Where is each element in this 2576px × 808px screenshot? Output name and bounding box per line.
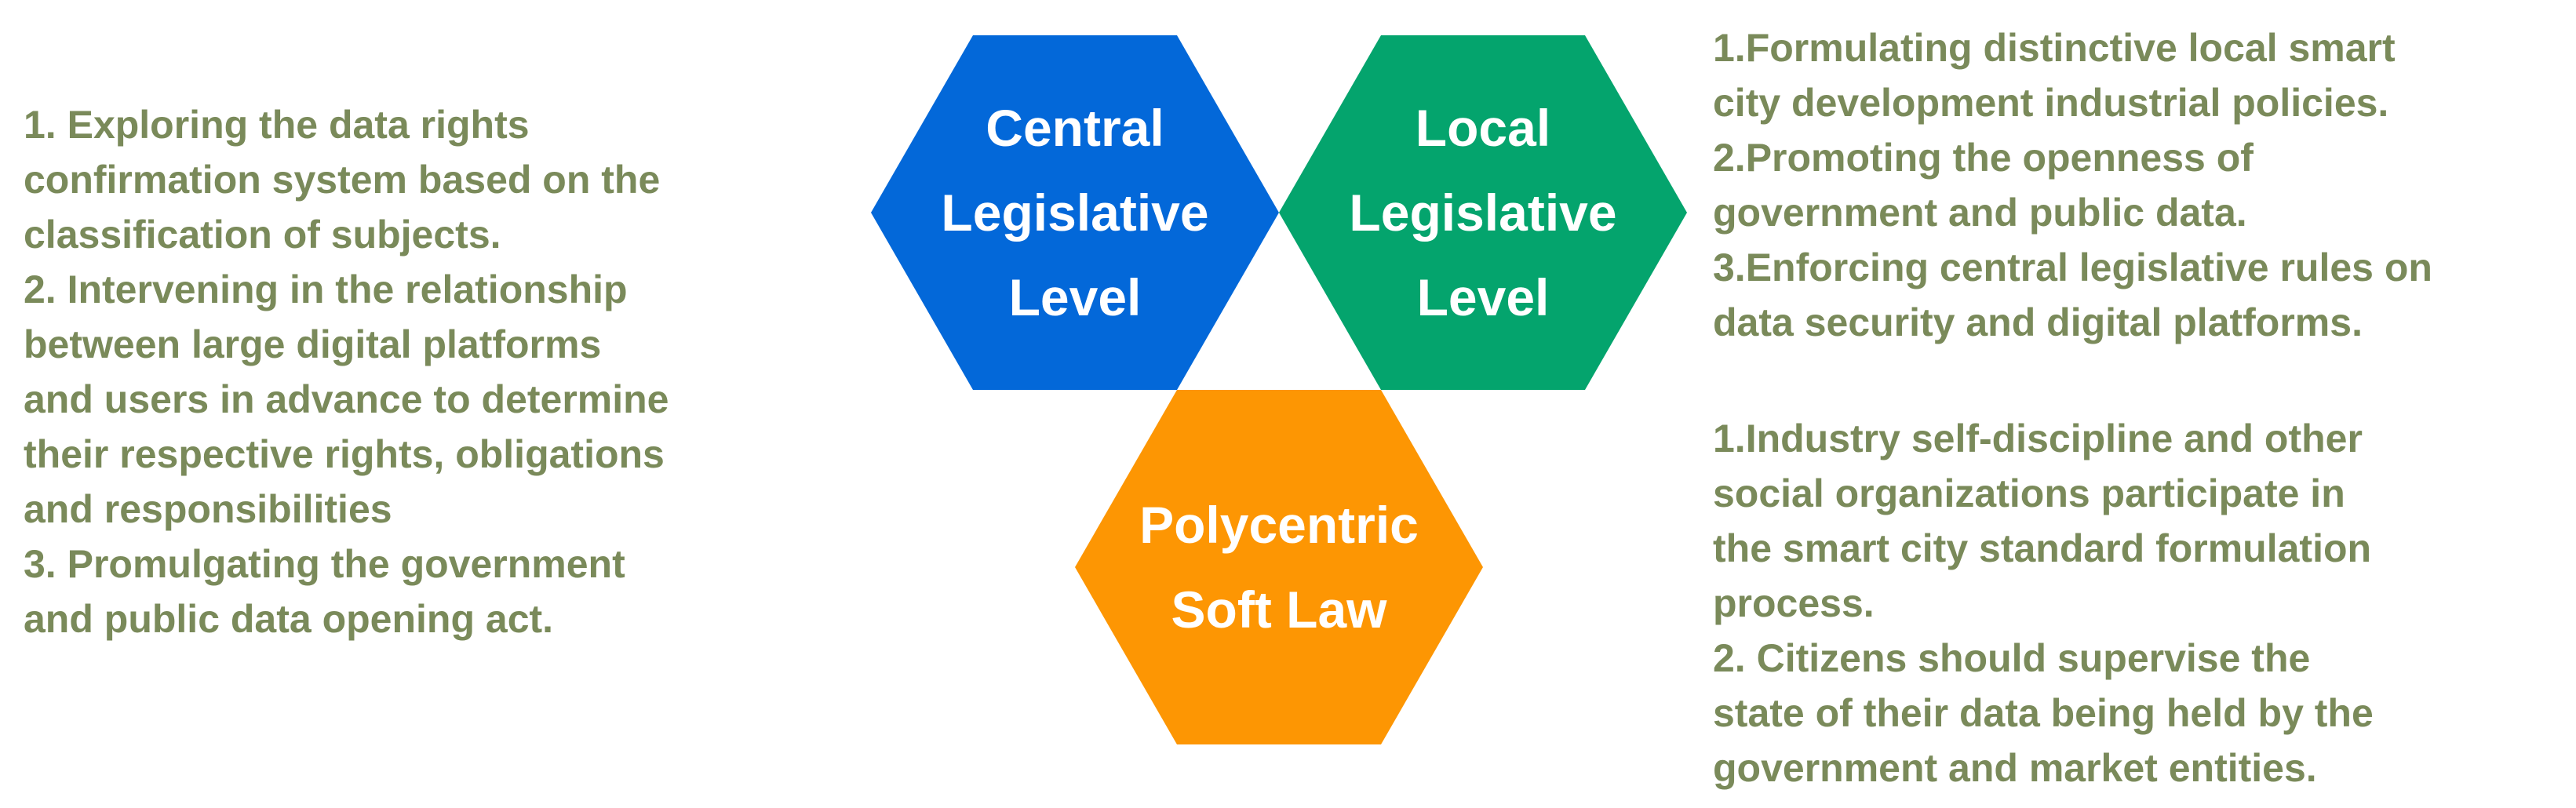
text-line: their respective rights, obligations — [24, 432, 665, 476]
polycentric-soft-law-hexagon: Polycentric Soft Law — [1075, 390, 1483, 744]
text-line: data security and digital platforms. — [1713, 300, 2363, 344]
hexagon-label-line: Soft Law — [1171, 581, 1387, 639]
text-line: and public data opening act. — [24, 597, 554, 641]
text-line: classification of subjects. — [24, 213, 501, 257]
text-line: process. — [1713, 581, 1875, 625]
text-line: 3. Promulgating the government — [24, 542, 625, 586]
text-line: between large digital platforms — [24, 322, 602, 366]
text-line: 3.Enforcing central legislative rules on — [1713, 246, 2432, 289]
soft-law-measures: 1.Industry self-discipline and other soc… — [1713, 411, 2374, 795]
text-line: city development industrial policies. — [1713, 81, 2389, 125]
text-line: social organizations participate in — [1713, 471, 2345, 515]
text-line: state of their data being held by the — [1713, 691, 2374, 735]
hexagon-label-line: Central — [986, 99, 1164, 157]
text-line: 1.Industry self-discipline and other — [1713, 417, 2363, 460]
text-line: confirmation system based on the — [24, 158, 661, 202]
text-line: government and market entities. — [1713, 746, 2317, 790]
hexagon-label-line: Legislative — [1349, 184, 1617, 242]
hexagon-label-line: Polycentric — [1139, 496, 1419, 554]
local-legislative-hexagon: Local Legislative Level — [1279, 35, 1687, 390]
text-line: 1.Formulating distinctive local smart — [1713, 26, 2396, 70]
text-line: and responsibilities — [24, 487, 392, 531]
text-line: the smart city standard formulation — [1713, 526, 2372, 570]
central-level-measures: 1. Exploring the data rights confirmatio… — [24, 97, 669, 646]
text-line: 1. Exploring the data rights — [24, 103, 530, 147]
hexagon-label-line: Legislative — [941, 184, 1209, 242]
hexagon-label-line: Level — [1008, 268, 1142, 326]
central-legislative-hexagon: Central Legislative Level — [871, 35, 1279, 390]
text-line: and users in advance to determine — [24, 377, 669, 421]
text-line: 2. Citizens should supervise the — [1713, 636, 2311, 680]
text-line: 2.Promoting the openness of — [1713, 136, 2254, 180]
text-line: government and public data. — [1713, 191, 2247, 235]
local-level-measures: 1.Formulating distinctive local smart ci… — [1713, 20, 2432, 350]
hexagon-label-line: Level — [1416, 268, 1550, 326]
text-line: 2. Intervening in the relationship — [24, 268, 628, 311]
hexagon-label-line: Local — [1415, 99, 1551, 157]
